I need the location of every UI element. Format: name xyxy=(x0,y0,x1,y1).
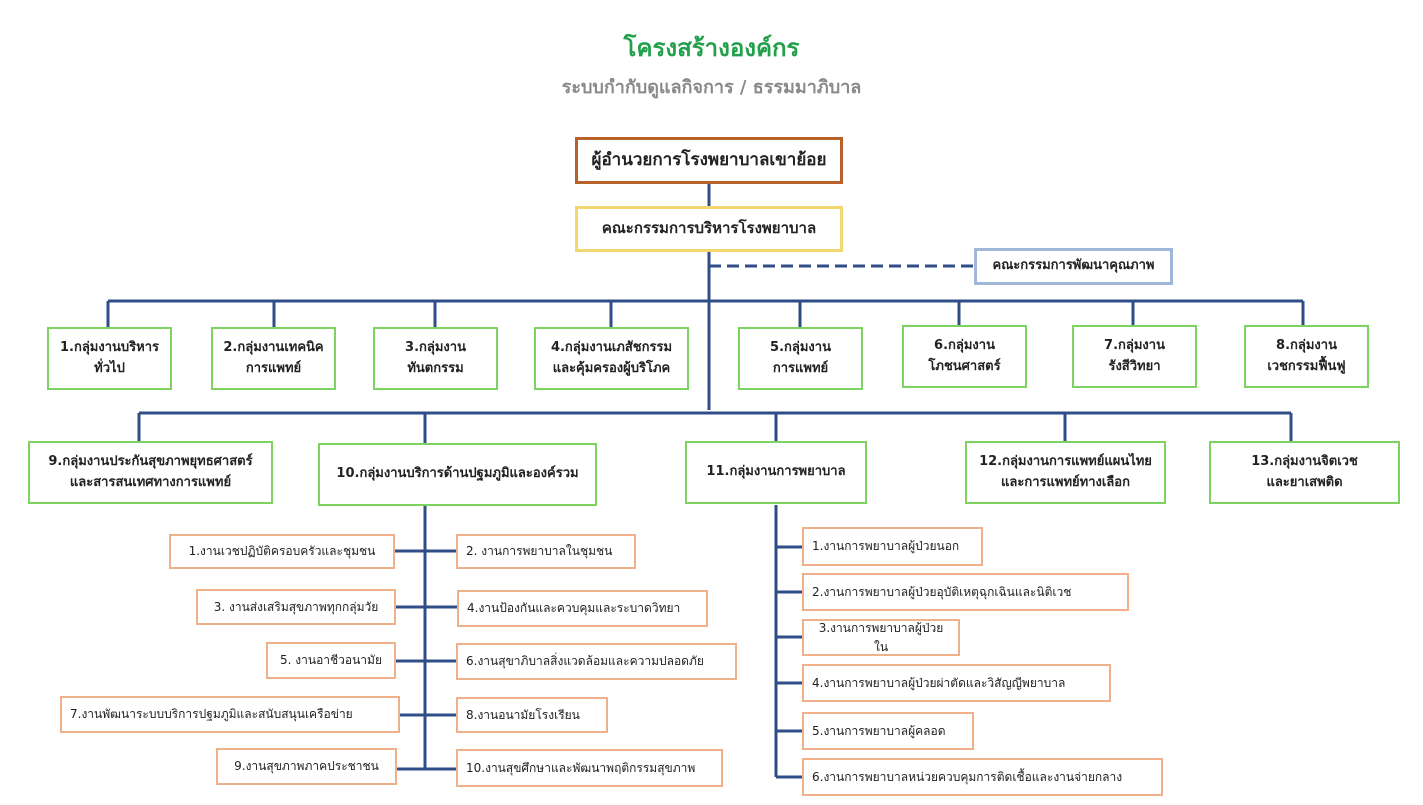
group-box-11: 11.กลุ่มงานการพยาบาล xyxy=(685,441,867,504)
nursing-unit-1: 1.งานการพยาบาลผู้ป่วยนอก xyxy=(802,527,983,566)
group-box-1: 1.กลุ่มงานบริหาร ทั่วไป xyxy=(47,327,172,390)
group-box-12: 12.กลุ่มงานการแพทย์แผนไทย และการแพทย์ทาง… xyxy=(965,441,1166,504)
group-box-4: 4.กลุ่มงานเภสัชกรรม และคุ้มครองผู้บริโภค xyxy=(534,327,689,390)
quality-committee-box: คณะกรรมการพัฒนาคุณภาพ xyxy=(974,248,1173,285)
group-box-9: 9.กลุ่มงานประกันสุขภาพยุทธศาสตร์ และสารส… xyxy=(28,441,273,504)
primary-care-unit-8: 8.งานอนามัยโรงเรียน xyxy=(456,697,608,733)
executive-committee-box: คณะกรรมการบริหารโรงพยาบาล xyxy=(575,206,843,252)
group-box-2: 2.กลุ่มงานเทคนิค การแพทย์ xyxy=(211,327,336,390)
nursing-unit-5: 5.งานการพยาบาลผู้คลอด xyxy=(802,712,974,750)
primary-care-unit-1: 1.งานเวชปฏิบัติครอบครัวและชุมชน xyxy=(169,534,395,569)
primary-care-unit-3: 3. งานส่งเสริมสุขภาพทุกกลุ่มวัย xyxy=(196,589,396,625)
group-box-7: 7.กลุ่มงาน รังสีวิทยา xyxy=(1072,325,1197,388)
group-box-5: 5.กลุ่มงาน การแพทย์ xyxy=(738,327,863,390)
nursing-unit-2: 2.งานการพยาบาลผู้ป่วยอุบัติเหตุฉุกเฉินแล… xyxy=(802,573,1129,611)
primary-care-unit-10: 10.งานสุขศึกษาและพัฒนาพฤติกรรมสุขภาพ xyxy=(456,749,723,787)
primary-care-unit-6: 6.งานสุขาภิบาลสิ่งแวดล้อมและความปลอดภัย xyxy=(456,643,737,680)
group-box-8: 8.กลุ่มงาน เวชกรรมฟื้นฟู xyxy=(1244,325,1369,388)
nursing-unit-3: 3.งานการพยาบาลผู้ป่วยใน xyxy=(802,619,960,656)
primary-care-unit-2: 2. งานการพยาบาลในชุมชน xyxy=(456,534,636,569)
director-box: ผู้อำนวยการโรงพยาบาลเขาย้อย xyxy=(575,137,843,184)
group-box-13: 13.กลุ่มงานจิตเวช และยาเสพติด xyxy=(1209,441,1400,504)
nursing-unit-6: 6.งานการพยาบาลหน่วยควบคุมการติดเชื้อและง… xyxy=(802,758,1163,796)
primary-care-unit-7: 7.งานพัฒนาระบบบริการปฐมภูมิและสนับสนุนเค… xyxy=(60,696,400,733)
page-subtitle: ระบบกำกับดูแลกิจการ / ธรรมมาภิบาล xyxy=(561,77,862,98)
primary-care-unit-5: 5. งานอาชีวอนามัย xyxy=(266,642,396,679)
nursing-unit-4: 4.งานการพยาบาลผู้ป่วยผ่าตัดและวิสัญญีพยา… xyxy=(802,664,1111,702)
primary-care-unit-4: 4.งานป้องกันและควบคุมและระบาดวิทยา xyxy=(457,590,708,627)
page-title: โครงสร้างองค์กร xyxy=(623,34,800,62)
group-box-10: 10.กลุ่มงานบริการด้านปฐมภูมิและองค์รวม xyxy=(318,443,597,506)
group-box-6: 6.กลุ่มงาน โภชนศาสตร์ xyxy=(902,325,1027,388)
group-box-3: 3.กลุ่มงาน ทันตกรรม xyxy=(373,327,498,390)
primary-care-unit-9: 9.งานสุขภาพภาคประชาชน xyxy=(216,748,397,785)
